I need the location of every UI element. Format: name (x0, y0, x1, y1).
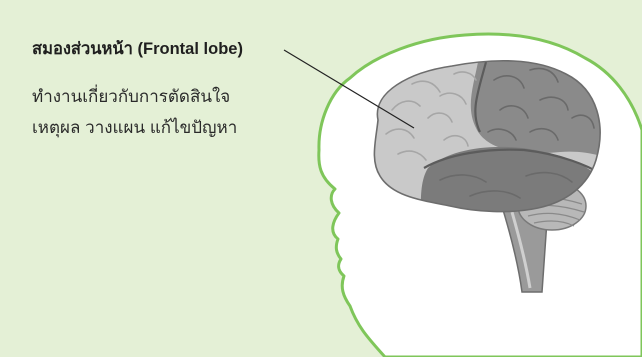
frontal-lobe-description: ทำงานเกี่ยวกับการตัดสินใจ เหตุผล วางแผน … (32, 81, 352, 143)
frontal-lobe-title: สมองส่วนหน้า (Frontal lobe) (32, 36, 243, 62)
description-line-1: ทำงานเกี่ยวกับการตัดสินใจ (32, 81, 352, 112)
description-line-2: เหตุผล วางแผน แก้ไขปัญหา (32, 112, 352, 143)
